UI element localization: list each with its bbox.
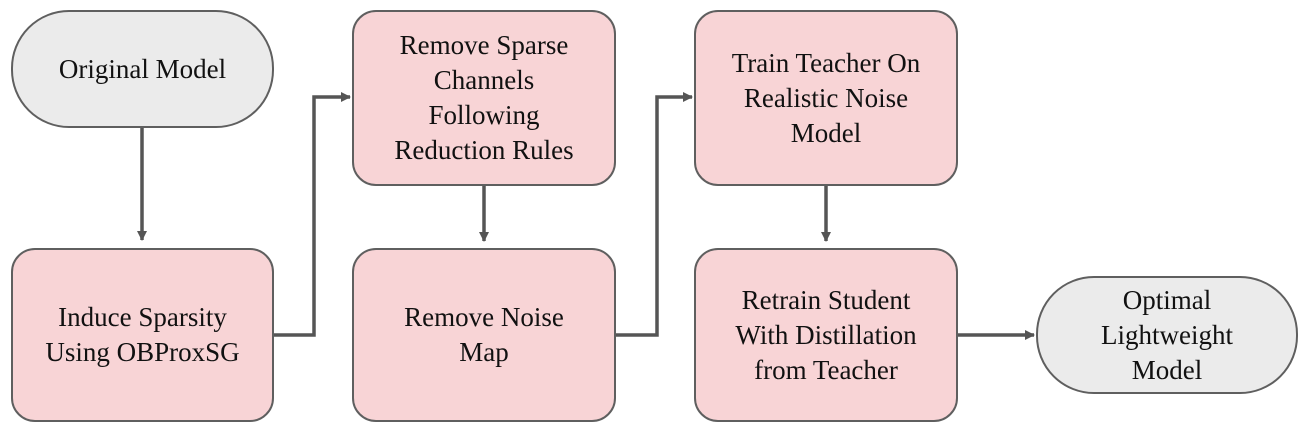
node-retrain-student: Retrain Student With Distillation from T…	[694, 248, 958, 422]
node-retrain-student-label: Retrain Student With Distillation from T…	[735, 284, 917, 385]
edge-induce-to-remove-channels	[273, 92, 351, 337]
node-optimal-model: Optimal Lightweight Model	[1036, 276, 1298, 394]
node-induce-sparsity: Induce Sparsity Using OBProxSG	[11, 248, 274, 422]
node-remove-sparse-channels: Remove Sparse Channels Following Reducti…	[352, 10, 616, 186]
edge-noise-map-to-teacher	[615, 92, 693, 337]
node-train-teacher: Train Teacher On Realistic Noise Model	[694, 10, 958, 186]
node-optimal-model-label: Optimal Lightweight Model	[1101, 284, 1233, 385]
node-remove-sparse-channels-label: Remove Sparse Channels Following Reducti…	[394, 30, 574, 165]
node-original-model: Original Model	[11, 10, 274, 128]
node-remove-noise-map-label: Remove Noise Map	[404, 302, 564, 367]
node-induce-sparsity-label: Induce Sparsity Using OBProxSG	[45, 302, 240, 367]
node-original-model-label: Original Model	[58, 53, 227, 84]
node-remove-noise-map: Remove Noise Map	[352, 248, 616, 422]
node-train-teacher-label: Train Teacher On Realistic Noise Model	[731, 47, 921, 148]
